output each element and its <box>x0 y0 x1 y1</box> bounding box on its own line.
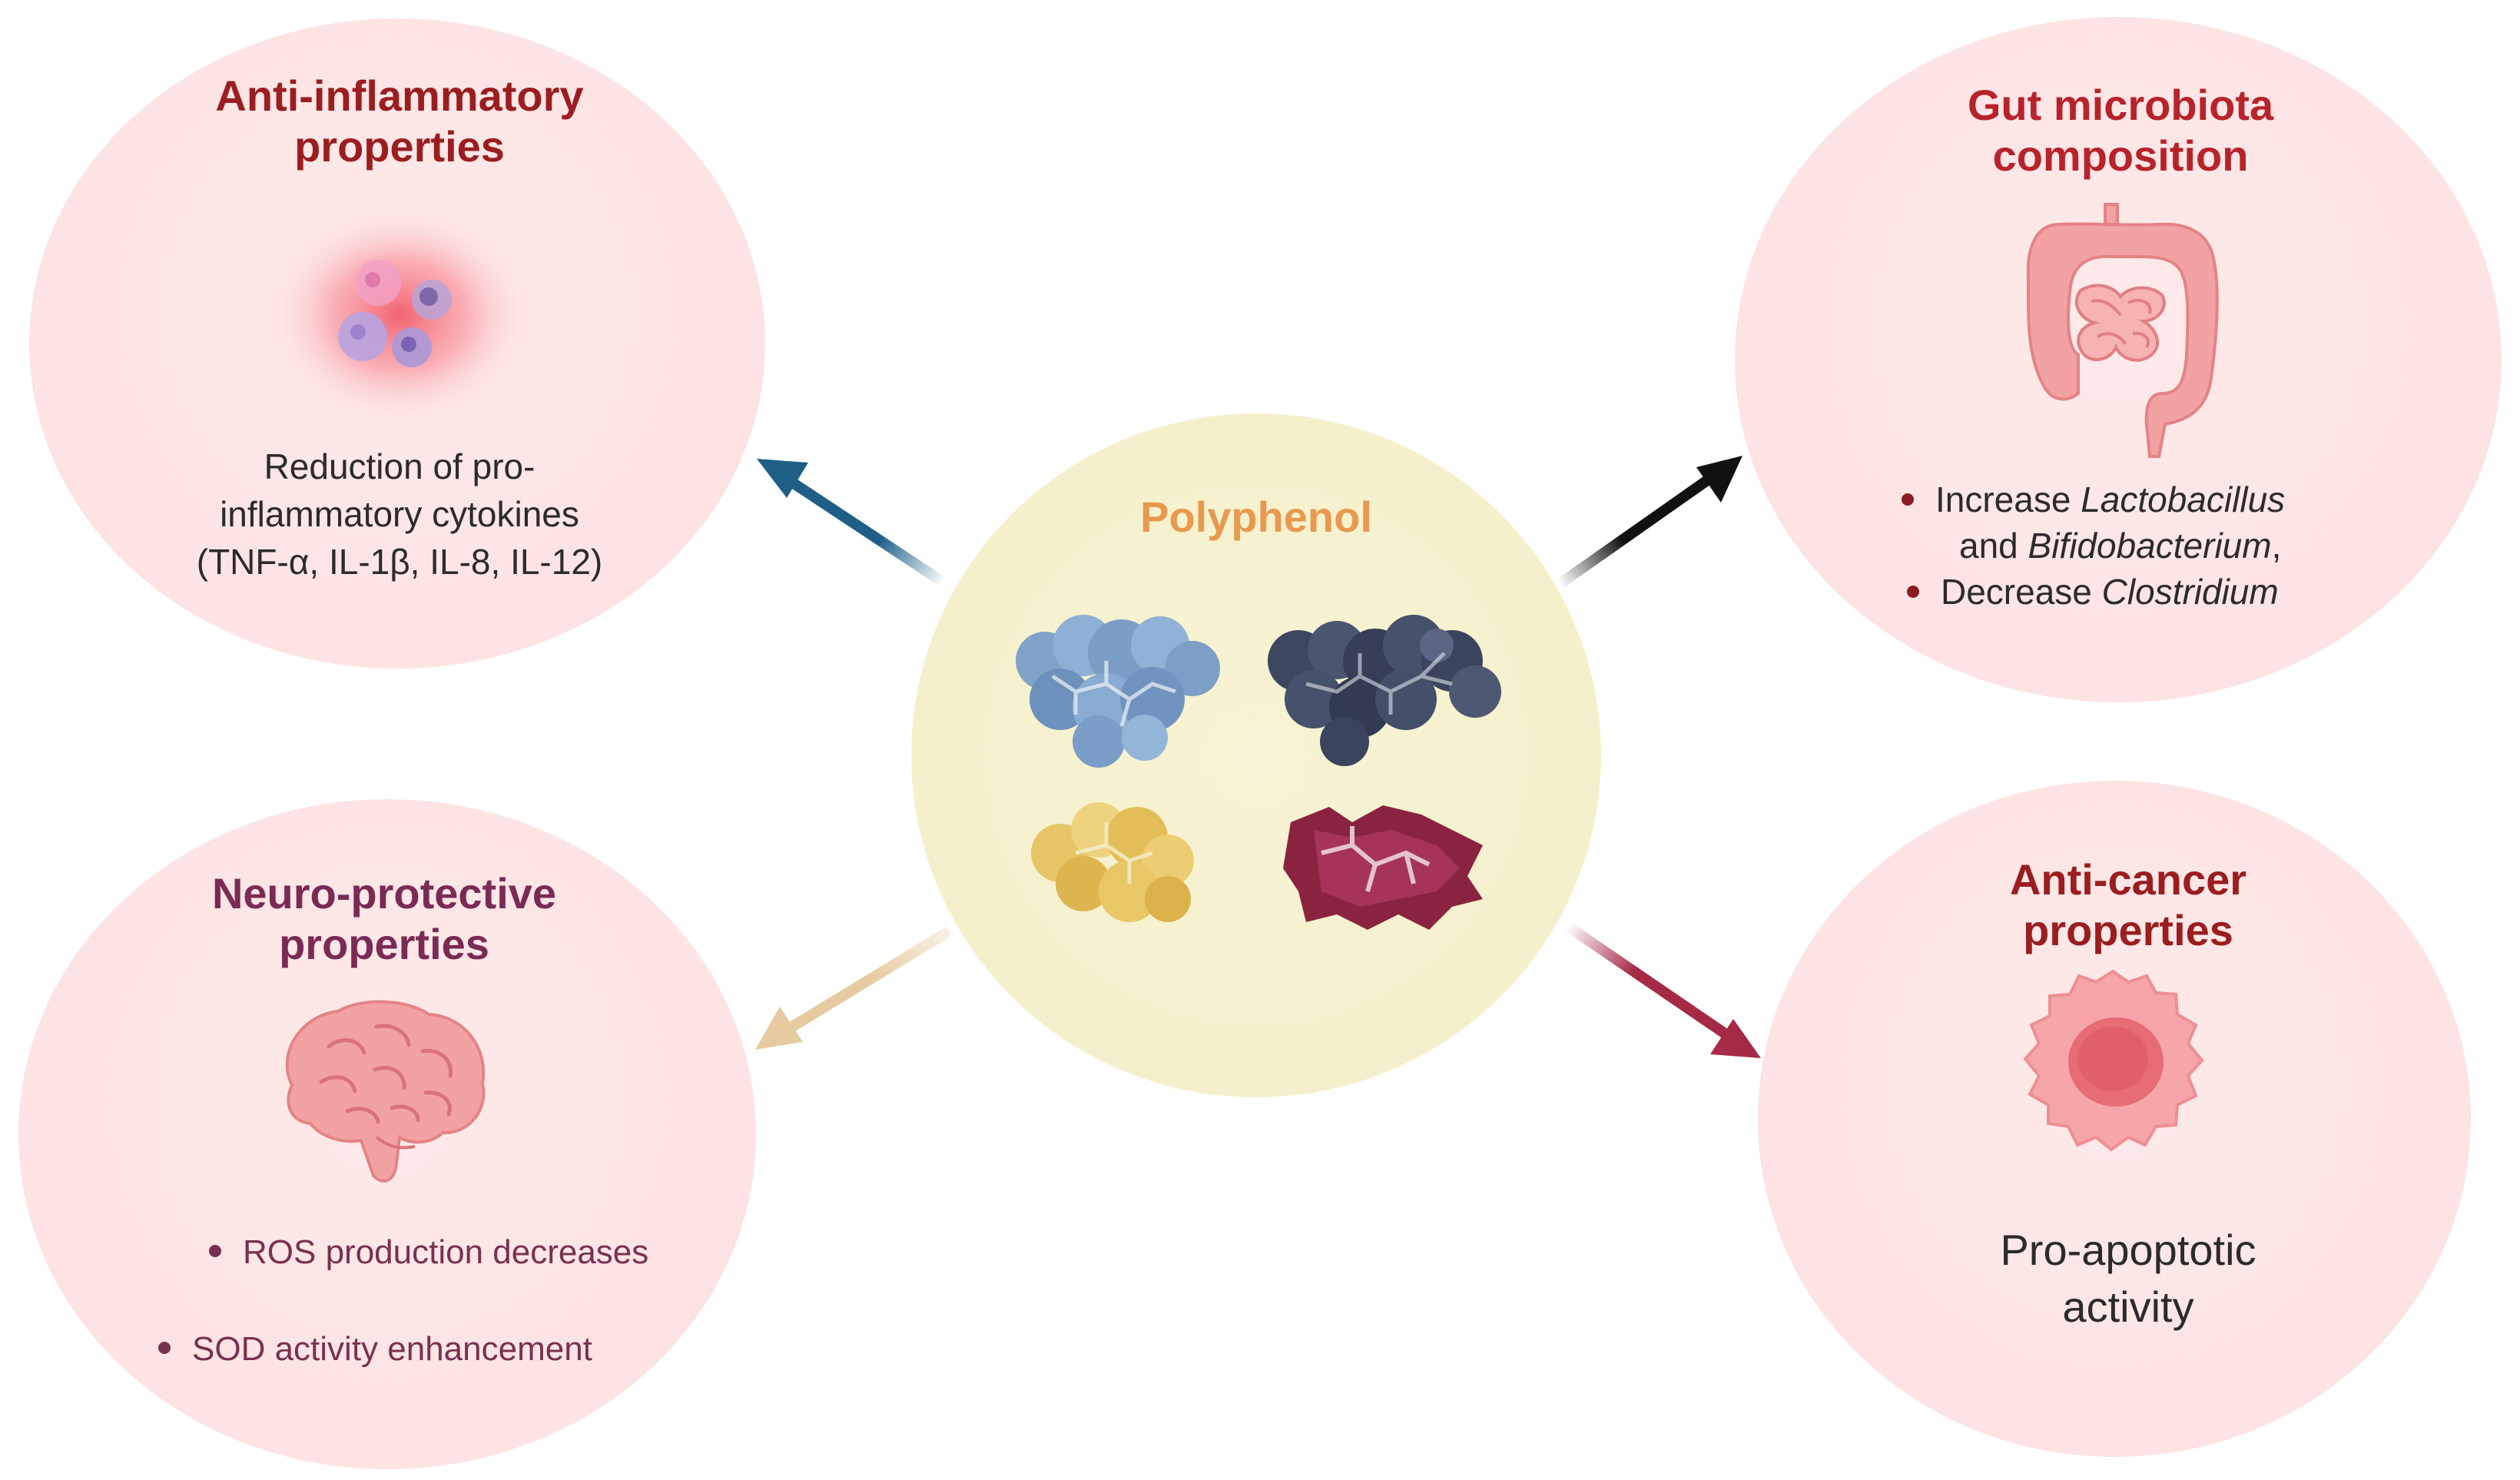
anti-inflammatory-text: Reduction of pro- inflammatory cytokines… <box>138 443 661 586</box>
gut-microbiota-title-line1: Gut microbiota <box>1967 81 2274 129</box>
gut-microbiota-circle <box>1735 17 2502 702</box>
gut-bullet-decrease: Decrease Clostridium <box>1907 569 2279 615</box>
anti-cancer-text-line1: Pro-apoptotic <box>2000 1226 2256 1274</box>
anti-cancer-title-line2: properties <box>2023 906 2233 954</box>
navy-molecule-icon <box>1268 615 1501 766</box>
arrow-to-anti-cancer <box>1562 921 1761 1058</box>
gut-bullet2-prefix: Decrease <box>1941 572 2102 612</box>
arrow-to-neuro-protective <box>755 928 950 1050</box>
polyphenol-title: Polyphenol <box>1140 493 1372 541</box>
neuro-protective-title-line1: Neuro-protective <box>211 869 557 918</box>
immune-cells-icon <box>265 204 534 426</box>
neuro-protective-title-line2: properties <box>279 920 489 968</box>
gut-bullet2-clostridium: Clostridium <box>2101 572 2279 612</box>
bullet-dot <box>158 1342 171 1355</box>
brain-icon <box>285 1000 486 1183</box>
gut-bullet1-prefix: Increase <box>1935 480 2081 519</box>
gut-bullet1b-bifidobacterium: Bifidobacterium <box>2028 526 2272 566</box>
gut-microbiota-title: Gut microbiota composition <box>1829 80 2412 181</box>
polyphenol-molecules <box>1016 615 1501 930</box>
anti-inflammatory-text-line1: Reduction of pro- <box>264 446 536 486</box>
polyphenol-circle <box>911 413 1601 1097</box>
anti-cancer-title-line1: Anti-cancer <box>2009 855 2247 904</box>
intestine-icon <box>2026 203 2219 458</box>
neuro-bullet-sod: SOD activity enhancement <box>158 1326 592 1372</box>
anti-cancer-text-line2: activity <box>2062 1283 2194 1331</box>
anti-inflammatory-text-line3: (TNF-α, IL-1β, IL-8, IL-12) <box>196 542 603 582</box>
anti-inflammatory-title-line2: properties <box>294 122 505 171</box>
anti-cancer-title: Anti-cancer properties <box>1836 854 2420 956</box>
crimson-molecule-icon <box>1283 805 1483 930</box>
anti-inflammatory-title-line1: Anti-inflammatory <box>215 71 584 120</box>
bullet-dot <box>1907 585 1919 598</box>
bullet-dot <box>209 1245 221 1258</box>
anti-inflammatory-title: Anti-inflammatory properties <box>108 71 691 172</box>
yellow-molecule-icon <box>1031 802 1194 922</box>
anti-cancer-text: Pro-apoptotic activity <box>1836 1222 2420 1336</box>
blue-molecule-icon <box>1016 615 1220 768</box>
gut-bullet1b-prefix: and <box>1959 526 2028 566</box>
arrow-to-gut-microbiota <box>1554 456 1742 589</box>
gut-bullet-increase-cont: and Bifidobacterium, <box>1959 523 2281 569</box>
bullet-dot <box>1902 493 1914 506</box>
anti-inflammatory-text-line2: inflammatory cytokines <box>220 494 579 534</box>
gut-bullet1-lactobacillus: Lactobacillus <box>2081 480 2286 519</box>
neuro-protective-title: Neuro-protective properties <box>92 868 676 970</box>
gut-microbiota-title-line2: composition <box>1992 131 2249 180</box>
arrow-to-anti-inflammatory <box>757 459 949 588</box>
neuro-bullet1-text: ROS production decreases <box>243 1233 649 1271</box>
neuro-bullet2-text: SOD activity enhancement <box>192 1330 592 1368</box>
neuro-bullet-ros: ROS production decreases <box>209 1229 648 1276</box>
gut-bullet-increase: Increase Lactobacillus <box>1902 476 2285 523</box>
cancer-cell-icon <box>2023 969 2204 1152</box>
gut-bullet1b-comma: , <box>2271 526 2282 566</box>
